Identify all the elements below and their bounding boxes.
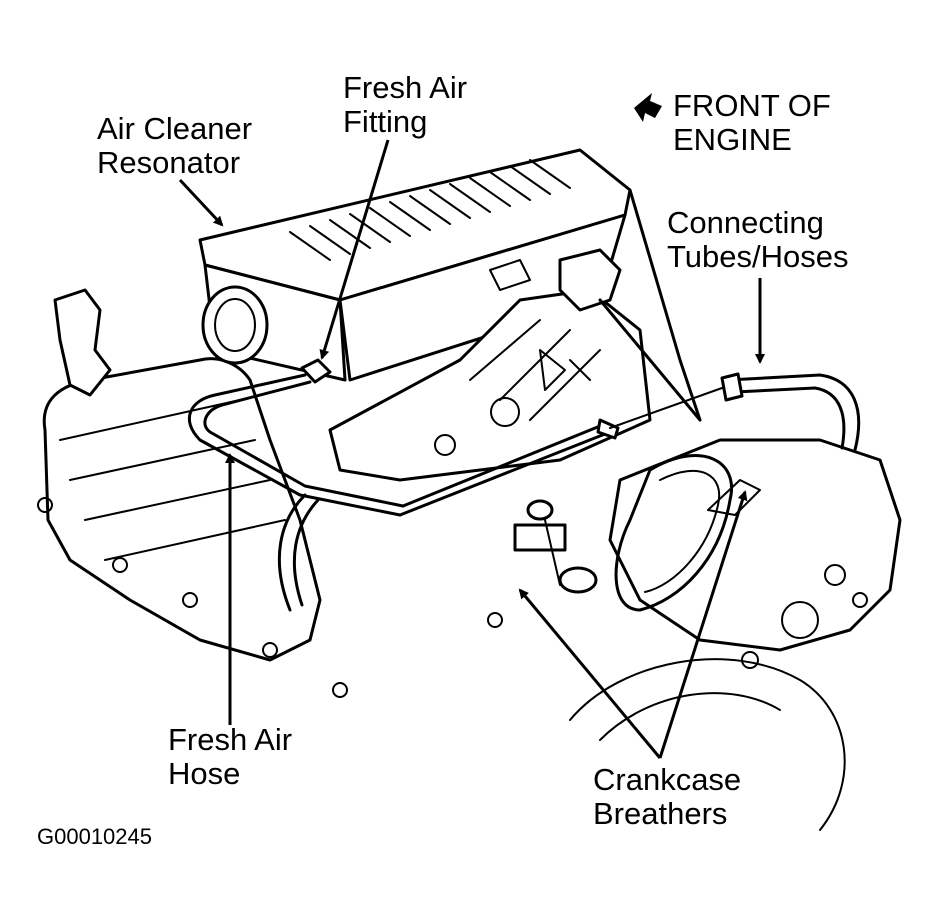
breather-leader-2 xyxy=(658,490,748,759)
label-fresh-air-hose: Fresh Air Hose xyxy=(168,722,293,791)
label-air-cleaner-resonator: Air Cleaner Resonator xyxy=(97,111,253,180)
breather-leader-1 xyxy=(518,588,662,759)
front-arrow-icon xyxy=(634,93,662,122)
figure-code: G00010245 xyxy=(37,824,152,849)
fitting-leader xyxy=(319,139,390,360)
label-crankcase-breathers: Crankcase Breathers xyxy=(593,762,742,831)
label-connecting-tubes: Connecting Tubes/Hoses xyxy=(667,205,849,274)
resonator-leader xyxy=(178,178,224,227)
label-fresh-air-fitting: Fresh Air Fitting xyxy=(343,70,468,139)
label-front-of-engine: FRONT OF ENGINE xyxy=(673,88,831,157)
